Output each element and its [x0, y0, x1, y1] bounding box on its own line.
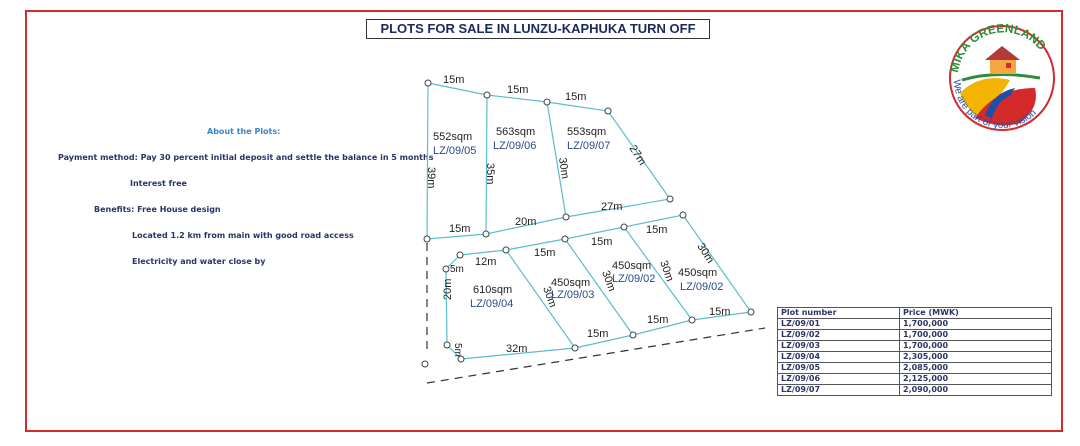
plot-area: 450sqm	[551, 277, 590, 289]
dim-top1: 15m	[443, 74, 464, 86]
dim-mid67: 30m	[556, 157, 571, 180]
plot-number-cell: LZ/09/06	[777, 373, 900, 385]
plot-id: LZ/09/03	[551, 289, 594, 301]
payment-method: Payment method: Pay 30 percent initial d…	[58, 153, 433, 162]
price-cell: 2,085,000	[899, 362, 1052, 374]
plot-area: 450sqm	[612, 260, 651, 272]
dim-row2-top-b: 15m	[534, 247, 555, 259]
plot-number-cell: LZ/09/03	[777, 340, 900, 352]
about-heading: About the Plots:	[207, 127, 281, 136]
plot-area: 450sqm	[678, 267, 717, 279]
benefit-2: Located 1.2 km from main with good road …	[132, 231, 354, 240]
interest-text: Interest free	[130, 179, 187, 188]
benefits: Benefits: Free House design	[94, 205, 221, 214]
plot-id: LZ/09/06	[493, 140, 536, 152]
dim-bot2: 15m	[647, 314, 668, 326]
plot-area: 610sqm	[473, 284, 512, 296]
dim-row2-top-a: 12m	[475, 256, 496, 268]
plot-number-cell: LZ/09/01	[777, 318, 900, 330]
plot-id: LZ/09/07	[567, 140, 610, 152]
benefit-1: Free House design	[137, 205, 221, 214]
page-title: PLOTS FOR SALE IN LUNZU-KAPHUKA TURN OFF	[366, 19, 710, 39]
plot-area: 553sqm	[567, 126, 606, 138]
plot-id: LZ/09/05	[433, 145, 476, 157]
dim-left4: 20m	[442, 279, 454, 300]
price-cell: 1,700,000	[899, 340, 1052, 352]
page-border	[25, 10, 1063, 432]
dim-top3: 15m	[565, 91, 586, 103]
dim-bot1: 15m	[709, 306, 730, 318]
plot-area: 563sqm	[496, 126, 535, 138]
dim-bot7: 27m	[601, 201, 622, 213]
price-cell: 2,090,000	[899, 384, 1052, 396]
plot-number-cell: LZ/09/05	[777, 362, 900, 374]
plot-area: 552sqm	[433, 131, 472, 143]
price-cell: 1,700,000	[899, 318, 1052, 330]
dim-bot5: 15m	[449, 223, 470, 235]
plot-id: LZ/09/02	[612, 273, 655, 285]
price-cell: 1,700,000	[899, 329, 1052, 341]
table-header-row: Plot number Price (MWK)	[777, 307, 1052, 319]
dim-corner-bl: 5m	[452, 343, 463, 357]
payment-text: Pay 30 percent initial deposit and settl…	[140, 153, 434, 162]
dim-corner-tl: 5m	[450, 264, 464, 275]
price-cell: 2,305,000	[899, 351, 1052, 363]
plot-number-cell: LZ/09/04	[777, 351, 900, 363]
dim-left5: 39m	[425, 167, 437, 188]
payment-label: Payment method:	[58, 153, 138, 162]
dim-bot6: 20m	[515, 216, 536, 228]
header-price: Price (MWK)	[899, 307, 1052, 319]
dim-mid56: 35m	[484, 163, 496, 184]
price-cell: 2,125,000	[899, 373, 1052, 385]
header-plot-number: Plot number	[777, 307, 900, 319]
dim-bot3: 15m	[587, 328, 608, 340]
benefit-3: Electricity and water close by	[132, 257, 266, 266]
dim-div21: 30m	[657, 259, 676, 283]
plot-id: LZ/09/04	[470, 298, 513, 310]
dim-bot4: 32m	[506, 343, 527, 355]
dim-top2: 15m	[507, 84, 528, 96]
plot-id: LZ/09/02	[680, 281, 723, 293]
plot-number-cell: LZ/09/02	[777, 329, 900, 341]
dim-right1: 30m	[694, 241, 716, 265]
mika-greenland-logo: MIKA GREENLAND We are part of your visio…	[947, 21, 1055, 131]
dim-row2-top-c: 15m	[591, 236, 612, 248]
dim-row2-top-d: 15m	[646, 224, 667, 236]
plot-number-cell: LZ/09/07	[777, 384, 900, 396]
benefits-label: Benefits:	[94, 205, 135, 214]
